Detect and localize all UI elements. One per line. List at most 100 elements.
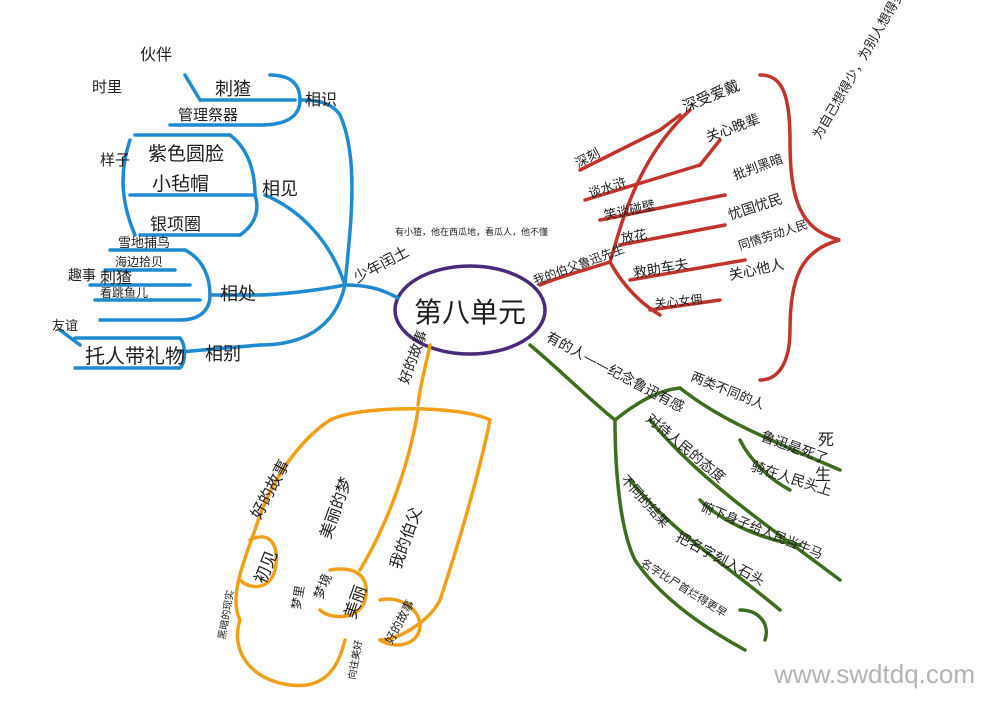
green-item1: 两类不同的人 xyxy=(689,369,767,413)
red-trunk xyxy=(538,260,612,287)
red-result3: 批判黑暗 xyxy=(731,152,785,184)
orange-sub3: 美丽 xyxy=(341,583,371,622)
red-item4: 放花 xyxy=(620,227,648,247)
blue-g2-item3: 银项圈 xyxy=(150,215,201,235)
blue-branch-label: 少年闰土 xyxy=(350,242,411,286)
blue-g3-item2: 海边拾贝 xyxy=(115,254,163,269)
red-row2 xyxy=(583,163,702,202)
orange-item2: 美丽的梦 xyxy=(316,475,356,542)
blue-g4-link xyxy=(178,343,262,354)
blue-g2-item1: 紫色圆脸 xyxy=(148,143,224,165)
blue-g1-item2: 管理祭器 xyxy=(178,106,238,124)
blue-g3-side: 趣事 xyxy=(68,268,96,284)
orange-box3 xyxy=(378,597,422,647)
green-branch-label: 有的人——纪念鲁迅有感 xyxy=(543,329,687,416)
blue-g1-lower xyxy=(168,98,302,127)
blue-g2-label: 相见 xyxy=(262,179,298,200)
blue-g1-side1: 伙伴 xyxy=(140,45,172,64)
blue-link-2 xyxy=(263,193,347,287)
blue-g2-hook2 xyxy=(238,193,259,237)
green-end2: 生 xyxy=(815,465,831,484)
red-bracket xyxy=(758,73,841,382)
orange-mid xyxy=(358,408,420,572)
blue-trunk xyxy=(343,283,400,300)
red-spine xyxy=(608,108,692,264)
blue-g4-side: 友谊 xyxy=(52,318,78,334)
blue-g3-label: 相处 xyxy=(220,284,256,305)
orange-left xyxy=(234,418,332,622)
blue-g1-bracket xyxy=(268,73,302,102)
red-result1: 深受爱戴 xyxy=(680,77,742,116)
blue-g1-left xyxy=(183,73,202,102)
blue-g3-item1: 雪地捕鸟 xyxy=(118,235,170,251)
blue-g4-tail xyxy=(58,328,82,347)
blue-link-4 xyxy=(258,283,347,347)
red-row3 xyxy=(598,193,727,222)
red-item2: 谈水浒 xyxy=(587,175,629,201)
red-row6 xyxy=(648,298,722,312)
center-node: 第八单元 xyxy=(393,264,547,356)
orange-sub4: 梦里 xyxy=(289,584,307,610)
orange-texts: 好的故事 好的故事 美丽的梦 我的伯父 初见 梦境 美丽 梦里 好的故事 黑暗的… xyxy=(215,328,431,680)
blue-g1-side2: 时里 xyxy=(92,78,122,96)
green-sub4: 把名字刻入石头 xyxy=(673,529,767,589)
green-item3: 不同的结果 xyxy=(617,472,672,531)
red-result2: 关心晚辈 xyxy=(704,112,762,146)
blue-g4-box xyxy=(73,336,187,370)
orange-arch xyxy=(328,407,492,422)
orange-low1: 黑暗的现实 xyxy=(215,589,236,640)
orange-low2: 向往美好 xyxy=(345,639,365,681)
red-branch xyxy=(538,73,841,382)
green-spine xyxy=(613,386,682,422)
blue-link-3 xyxy=(253,283,347,297)
red-bracket-note: 为自己想得少，为别人想得多 xyxy=(810,0,908,142)
blue-g2-spine xyxy=(121,138,137,237)
green-box xyxy=(738,608,768,642)
green-texts: 有的人——纪念鲁迅有感 两类不同的人 对待人民的态度 不同的结果 鲁迅是死了 骑… xyxy=(543,329,834,620)
orange-item3: 我的伯父 xyxy=(386,505,426,572)
green-end1: 死 xyxy=(818,430,834,449)
blue-g2-hook1 xyxy=(228,133,257,197)
orange-box2 xyxy=(318,567,368,619)
red-result4: 忧国忧民 xyxy=(726,191,784,224)
blue-g1-item1: 刺猹 xyxy=(215,79,251,100)
red-item5: 救助车夫 xyxy=(632,255,690,281)
green-branch xyxy=(528,343,842,652)
watermark: www.swdtdq.com xyxy=(773,659,975,689)
green-item2: 对待人民的态度 xyxy=(642,411,727,486)
green-down xyxy=(613,418,747,652)
blue-spine xyxy=(298,98,354,287)
green-row5 xyxy=(698,498,802,547)
blue-g3-item4: 刺猹 xyxy=(100,268,132,287)
red-row1 xyxy=(578,128,662,172)
blue-branch xyxy=(58,73,400,370)
center-label: 第八单元 xyxy=(414,296,526,329)
green-row2 xyxy=(648,418,842,582)
orange-branch xyxy=(234,343,492,688)
blue-g2-side: 样子 xyxy=(100,151,130,169)
green-row1 xyxy=(678,386,842,472)
orange-trunk xyxy=(416,343,432,407)
orange-right xyxy=(378,418,492,642)
orange-low xyxy=(235,618,347,688)
blue-g3-item3: 看跳鱼儿 xyxy=(100,286,148,300)
orange-box1 xyxy=(238,535,278,589)
red-row4 xyxy=(618,223,727,247)
orange-item1: 好的故事 xyxy=(247,456,294,521)
center-ellipse xyxy=(393,264,547,356)
blue-g1-label: 相识 xyxy=(305,90,337,109)
orange-sub2: 梦境 xyxy=(312,572,336,602)
green-trunk xyxy=(528,343,617,422)
red-item6: 关心女佣 xyxy=(654,291,703,311)
red-result5: 同情劳动人民 xyxy=(737,217,810,253)
blue-g2-item2: 小毡帽 xyxy=(152,173,209,195)
red-res2 xyxy=(698,138,722,167)
green-row4 xyxy=(738,438,792,492)
blue-g4-item1: 托人带礼物 xyxy=(85,344,185,368)
red-row5 xyxy=(628,258,747,282)
blue-note: 有小猹，他在西瓜地，看瓜人，他不懂 xyxy=(395,226,548,238)
orange-sub1: 初见 xyxy=(251,548,282,587)
green-row3 xyxy=(628,478,782,612)
red-res1 xyxy=(658,113,682,132)
